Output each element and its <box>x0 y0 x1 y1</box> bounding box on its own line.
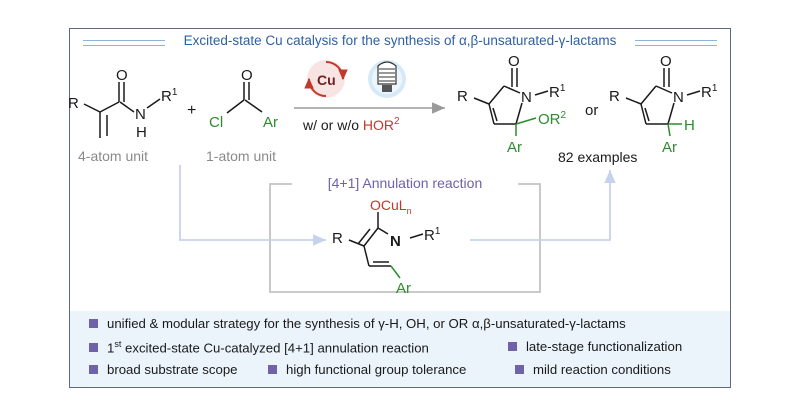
intermediate-ocul-sub: n <box>407 206 412 216</box>
product1-o: O <box>508 53 520 70</box>
highlights-panel: unified & modular strategy for the synth… <box>70 311 730 387</box>
intermediate-r: R <box>332 230 343 247</box>
reaction-condition: w/ or w/o HOR2 <box>302 116 400 133</box>
acrylamide-structure: R O N R1 H 4-atom unit <box>68 67 178 164</box>
bullet-square-icon <box>268 365 277 374</box>
product-alkoxy-lactam: O R N R1 OR2 Ar <box>457 53 567 156</box>
intermediate-r1-sup: 1 <box>435 226 441 237</box>
bullet-square-icon <box>89 343 98 353</box>
highlight-mild-conditions: mild reaction conditions <box>515 362 671 377</box>
highlight-substrate-scope: broad substrate scope <box>89 362 238 377</box>
highlight-late-stage: late-stage functionalization <box>508 339 682 354</box>
product1-ar: Ar <box>507 139 522 156</box>
acrylamide-r1-sup: 1 <box>172 87 178 98</box>
acyl-cl: Cl <box>209 114 223 131</box>
product1-r: R <box>457 88 468 105</box>
highlight-fg-tolerance: high functional group tolerance <box>268 362 466 377</box>
title-deco-right <box>635 40 717 46</box>
bullet-square-icon <box>508 342 517 351</box>
product1-r1: R <box>549 84 560 101</box>
product2-n: N <box>673 89 684 106</box>
acyl-ar: Ar <box>263 114 278 131</box>
scheme-title: Excited-state Cu catalysis for the synth… <box>183 33 617 48</box>
svg-text:R1: R1 <box>424 226 441 244</box>
product2-ar: Ar <box>662 139 677 156</box>
or-text: or <box>585 102 598 119</box>
acyl-chloride-structure: O Cl Ar 1-atom unit <box>206 67 278 164</box>
four-atom-unit-label: 4-atom unit <box>78 148 148 164</box>
condition-reagent: HOR <box>363 117 394 133</box>
acyl-o: O <box>241 67 253 84</box>
product1-r1-sup: 1 <box>560 83 566 94</box>
product2-r: R <box>609 88 620 105</box>
bullet-square-icon <box>515 365 524 374</box>
product-hydro-lactam: O R N R1 H Ar <box>609 53 718 156</box>
product2-o: O <box>660 53 672 70</box>
intermediate-r1: R <box>424 227 435 244</box>
product2-r1-sup: 1 <box>712 83 718 94</box>
product2-r1: R <box>701 84 712 101</box>
product1-or2-sup: 2 <box>561 110 567 121</box>
product1-n: N <box>521 89 532 106</box>
cu-cycle-icon: Cu <box>304 60 348 98</box>
bullet-square-icon <box>89 365 98 374</box>
svg-text:OCuLn: OCuLn <box>370 197 412 216</box>
copper-enolate-intermediate: OCuLn R N R1 Ar <box>332 197 441 297</box>
intermediate-n: N <box>390 233 401 250</box>
annulation-bracket <box>269 183 541 293</box>
acrylamide-n: N <box>135 106 146 123</box>
title-deco-left <box>83 40 165 46</box>
annulation-label: [4+1] Annulation reaction <box>328 175 483 191</box>
pathway-arrows <box>179 165 616 246</box>
condition-prefix: w/ or w/o <box>302 117 363 133</box>
intermediate-ocul: OCuL <box>370 197 407 213</box>
light-bulb-icon <box>368 60 406 98</box>
svg-text:R1: R1 <box>161 87 178 105</box>
acrylamide-o: O <box>116 67 128 84</box>
cu-label: Cu <box>317 72 336 88</box>
plus-sign: + <box>187 102 196 119</box>
intermediate-ar: Ar <box>396 280 411 297</box>
svg-text:OR2: OR2 <box>538 110 567 128</box>
svg-text:R1: R1 <box>701 83 718 101</box>
acrylamide-r1: R <box>161 88 172 105</box>
acrylamide-h: H <box>136 124 147 141</box>
highlight-first-annulation: 1st excited-state Cu-catalyzed [4+1] ann… <box>89 339 429 355</box>
bullet-square-icon <box>89 319 98 328</box>
product1-or2: OR <box>538 111 561 128</box>
product2-h: H <box>684 117 695 134</box>
one-atom-unit-label: 1-atom unit <box>206 148 276 164</box>
condition-reagent-sup: 2 <box>394 116 400 127</box>
examples-count: 82 examples <box>558 149 637 165</box>
title-row: Excited-state Cu catalysis for the synth… <box>69 32 731 52</box>
svg-text:R1: R1 <box>549 83 566 101</box>
highlight-unified-strategy: unified & modular strategy for the synth… <box>89 316 626 331</box>
acrylamide-r: R <box>68 95 79 112</box>
